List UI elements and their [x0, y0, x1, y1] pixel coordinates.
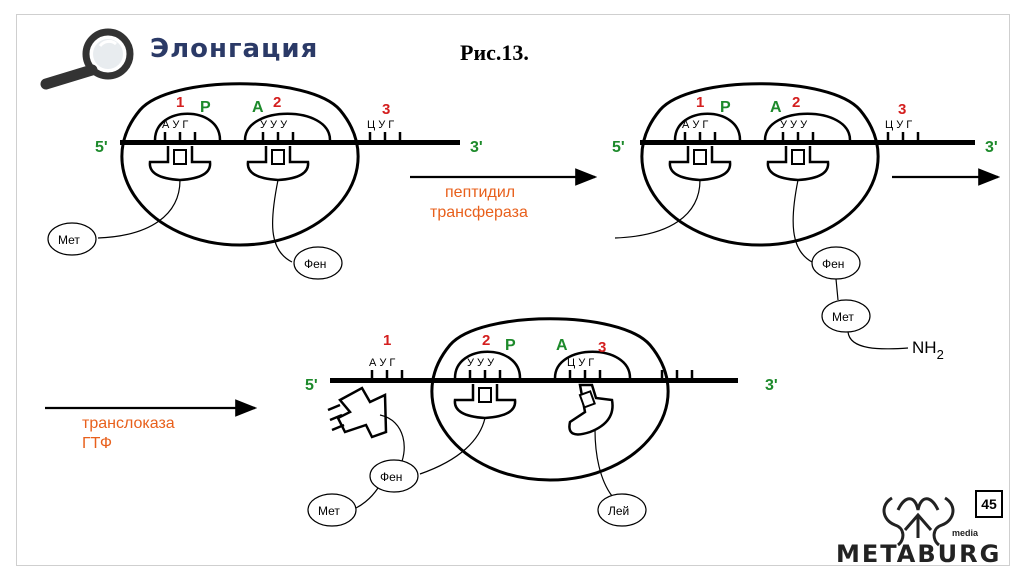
page-title: Элонгация [150, 34, 319, 64]
codon-cug: Ц У Г [367, 119, 394, 131]
aa-met-label: Мет [832, 310, 854, 324]
trna-p-2 [614, 146, 732, 239]
figure-label: Рис.13. [460, 40, 529, 65]
label-3prime: 3' [470, 139, 483, 156]
aa-met-label: Мет [318, 504, 340, 518]
site-p: P [505, 337, 516, 354]
logo-name: METABURG [836, 540, 1002, 568]
nh2-label: NH2 [912, 338, 944, 362]
trna-p-1 [97, 146, 212, 239]
number-2: 2 [482, 332, 490, 349]
trna-a-1 [246, 146, 310, 263]
trna-p-3 [419, 384, 517, 475]
page-number-badge: 45 [975, 490, 1003, 518]
enzyme-label-line1: транслоказа [82, 415, 175, 432]
site-a: A [556, 337, 568, 354]
number-1: 1 [383, 332, 391, 349]
codon-uuu: У У У [260, 119, 288, 131]
site-p: P [720, 99, 731, 116]
enzyme-label-line1: пептидил [445, 184, 515, 201]
number-3: 3 [598, 339, 606, 356]
panel-2: 5' 3' А У Г У У У Ц У Г 1 P A 2 3 Фен Ме… [612, 82, 998, 362]
label-5prime: 5' [305, 377, 318, 394]
panel-1: 5' 3' А У Г У У У Ц У Г 1 P A 2 3 Мет [47, 82, 483, 280]
label-5prime: 5' [612, 139, 625, 156]
label-3prime: 3' [985, 139, 998, 156]
number-1: 1 [696, 94, 704, 111]
aa-met-label: Мет [58, 233, 80, 247]
codon-uuu: У У У [780, 119, 808, 131]
amino-acid-phe [369, 459, 419, 493]
number-3: 3 [382, 101, 390, 118]
aa-phe-label: Фен [304, 257, 326, 271]
amino-acid-met [821, 299, 871, 333]
amino-acid-met [47, 222, 97, 256]
trna-a-3 [568, 383, 614, 497]
number-3: 3 [898, 101, 906, 118]
codon-cug: Ц У Г [885, 119, 912, 131]
logo-sub: media [952, 528, 979, 538]
mrna-strand-1 [120, 140, 460, 145]
mrna-strand-2 [640, 140, 975, 145]
trna-a-2 [766, 146, 830, 263]
site-a: A [770, 99, 782, 116]
codon-aug: А У Г [162, 119, 188, 131]
aa-leu-label: Лей [608, 504, 629, 518]
metaburg-logo-graphic [882, 496, 955, 547]
panel-3: 5' 3' А У Г У У У Ц У Г 1 2 P A 3 [305, 317, 778, 527]
amino-acid-met [307, 493, 357, 527]
mrna-strand-3 [330, 378, 738, 383]
enzyme-label-line2: ГТФ [82, 435, 112, 452]
site-a: A [252, 99, 264, 116]
magnifier-icon [40, 28, 134, 90]
codon-aug: А У Г [682, 119, 708, 131]
number-2: 2 [792, 94, 800, 111]
trna-released [327, 386, 405, 471]
enzyme-label-line2: трансфераза [430, 204, 528, 221]
number-1: 1 [176, 94, 184, 111]
site-p: P [200, 99, 211, 116]
label-5prime: 5' [95, 139, 108, 156]
aa-phe-label: Фен [380, 470, 402, 484]
label-3prime: 3' [765, 377, 778, 394]
aa-phe-label: Фен [822, 257, 844, 271]
codon-uuu: У У У [467, 357, 495, 369]
amino-acid-phe [293, 246, 343, 280]
codon-cug: Ц У Г [567, 357, 594, 369]
number-2: 2 [273, 94, 281, 111]
amino-acid-leu [597, 493, 647, 527]
codon-aug: А У Г [369, 357, 395, 369]
